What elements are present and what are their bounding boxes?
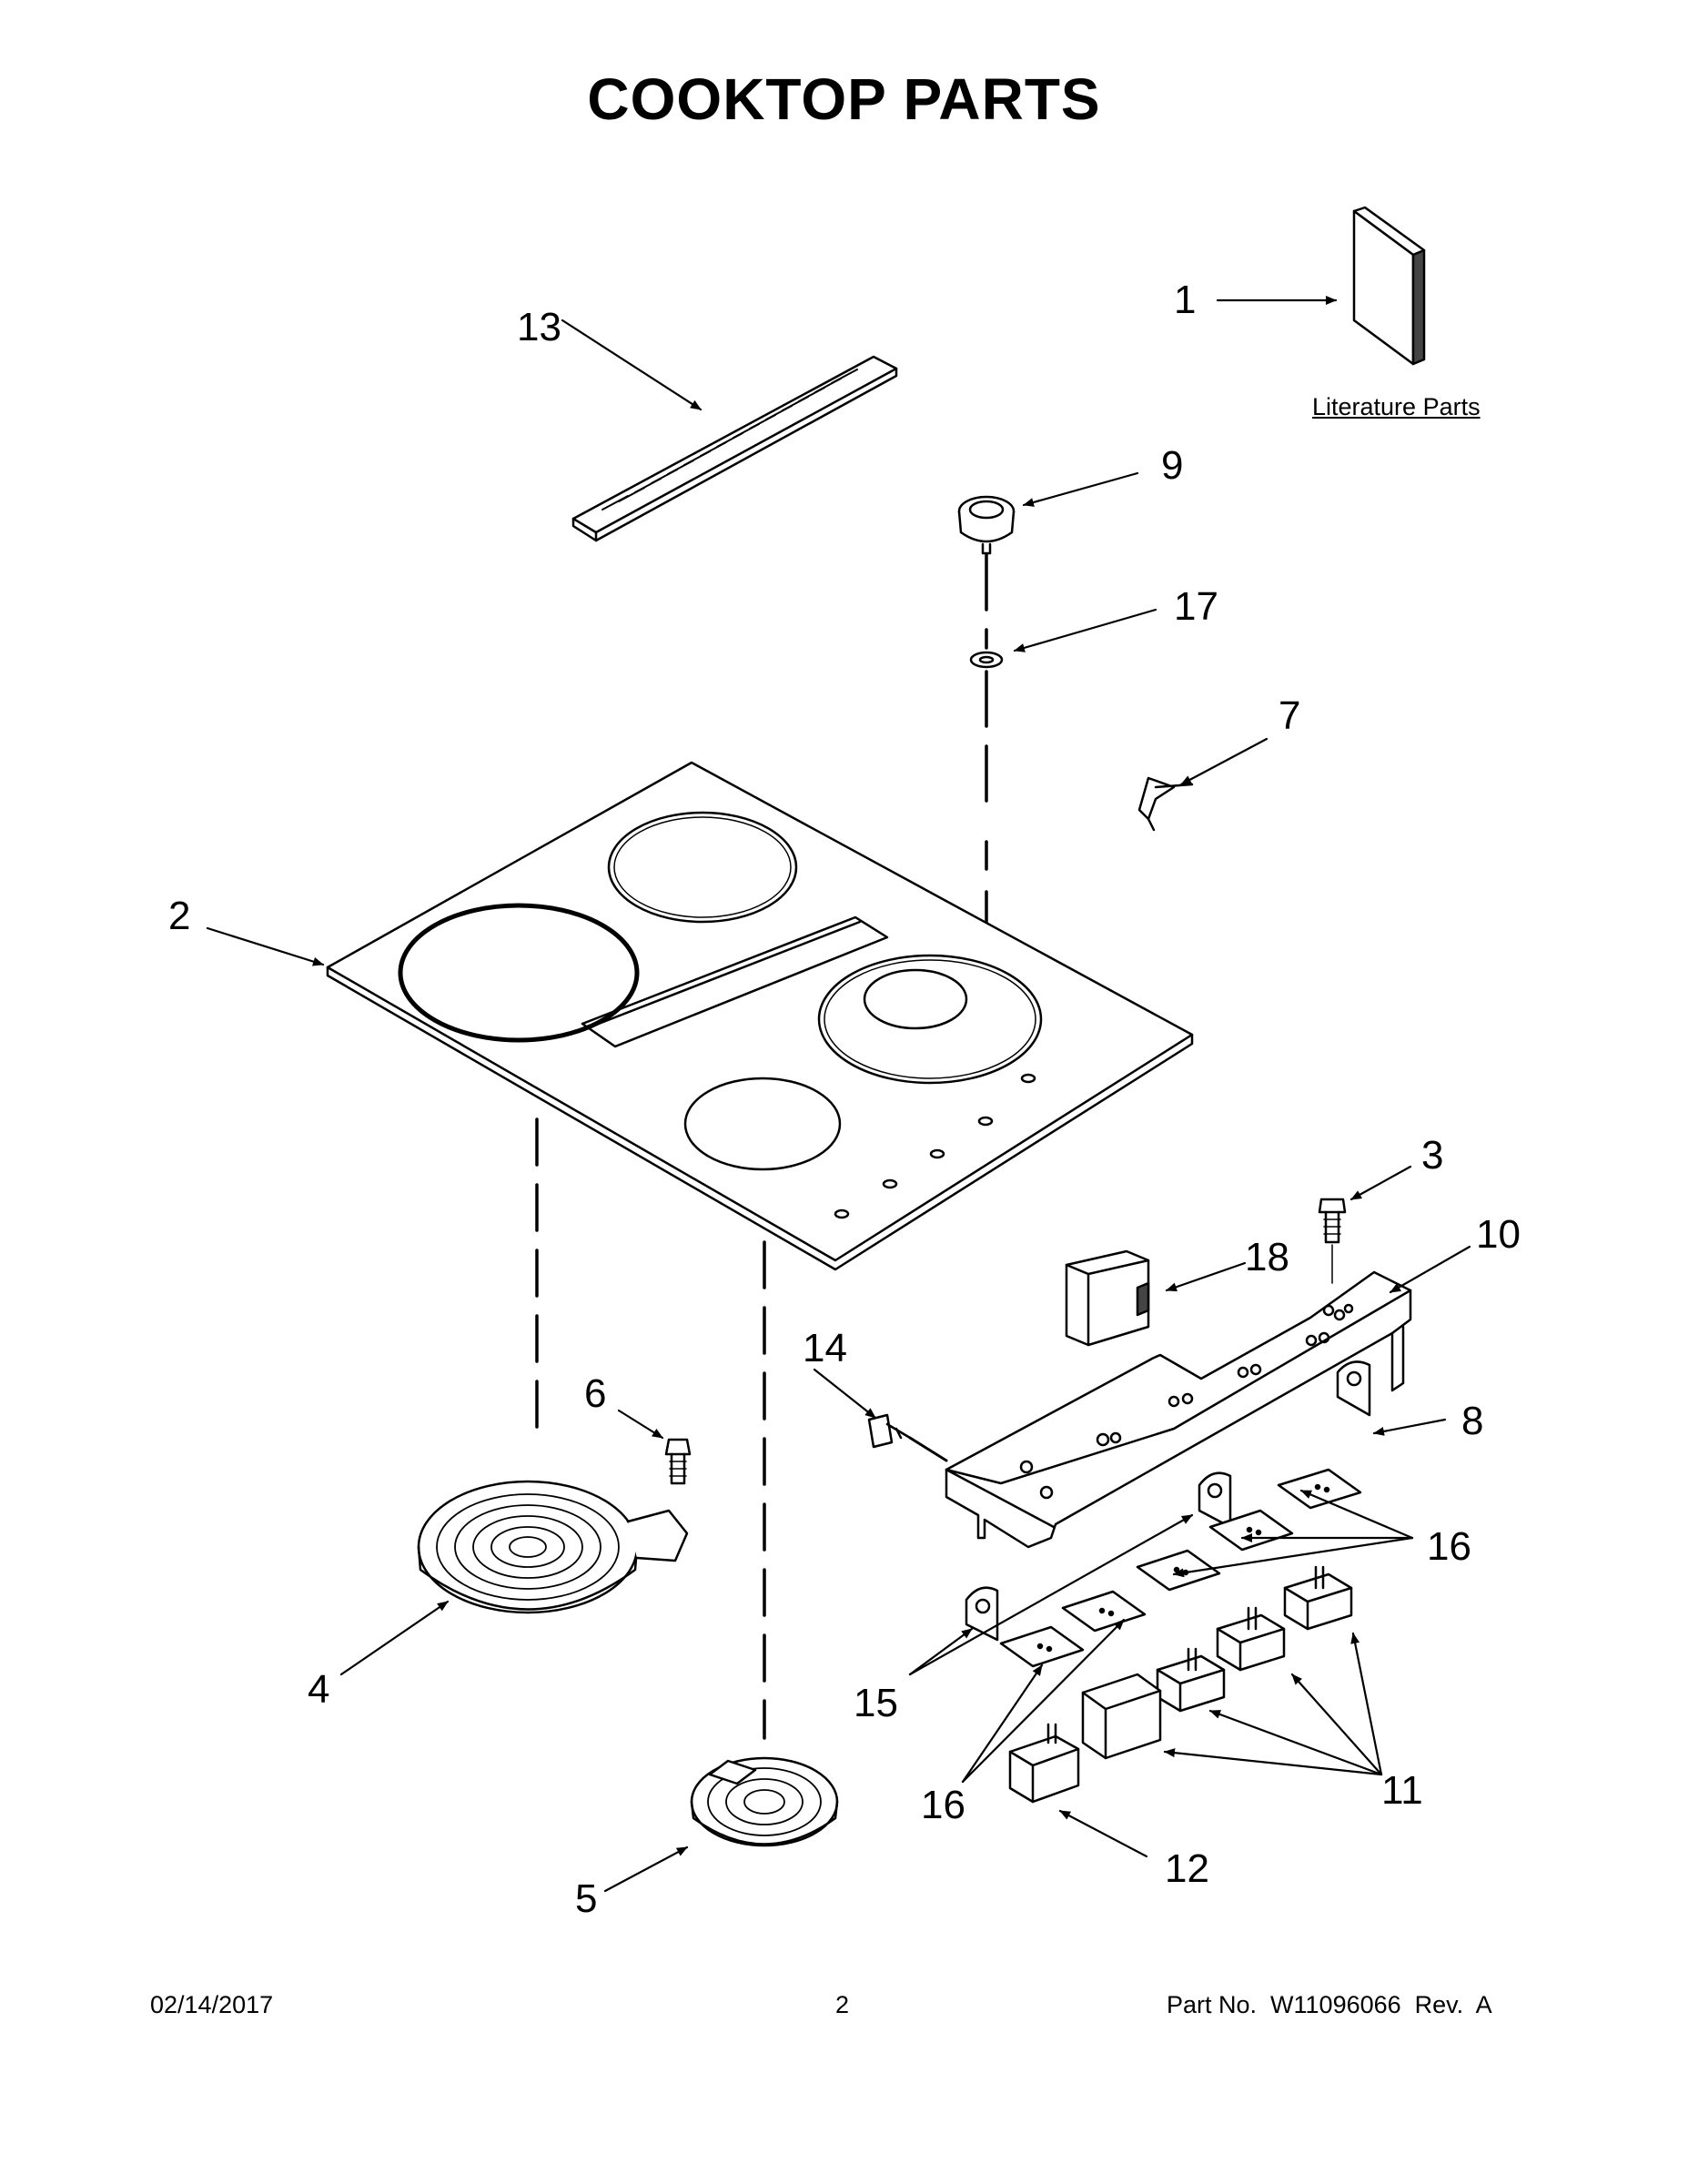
cooktop-glass [326, 761, 1194, 1271]
callout-14: 14 [803, 1326, 847, 1370]
literature-book [1352, 206, 1426, 366]
callout-15: 15 [854, 1681, 898, 1725]
page-title: COOKTOP PARTS [587, 66, 1101, 132]
callout-16-upper: 16 [1427, 1524, 1471, 1569]
control-bracket [945, 1270, 1412, 1549]
callout-7: 7 [1279, 693, 1301, 738]
small-radiant-element [690, 1756, 839, 1847]
mounting-screw [664, 1438, 692, 1485]
cam-tab [1336, 1360, 1371, 1417]
large-radiant-element [417, 1480, 689, 1614]
infinite-switches [1081, 1565, 1353, 1760]
leader-arrows [206, 296, 1471, 1893]
callout-8: 8 [1461, 1399, 1484, 1443]
callout-4: 4 [308, 1667, 330, 1712]
callout-5: 5 [575, 1876, 598, 1921]
simmerstat-switch [1008, 1723, 1080, 1804]
callout-12: 12 [1165, 1846, 1209, 1891]
callout-6: 6 [584, 1371, 607, 1416]
footer-part-number: Part No. W11096066 Rev. A [1167, 1991, 1492, 2018]
callout-16-lower: 16 [921, 1783, 965, 1827]
literature-parts-label: Literature Parts [1312, 393, 1481, 420]
insulator-pads [999, 1468, 1362, 1668]
footer-page-number: 2 [835, 1991, 850, 2018]
switch-bracket [1065, 1249, 1150, 1347]
switch-tab [965, 1471, 1232, 1642]
knob-gasket [969, 651, 1004, 669]
callout-11: 11 [1381, 1768, 1423, 1813]
callout-2: 2 [168, 894, 191, 938]
control-knob [957, 495, 1016, 555]
footer-date: 02/14/2017 [150, 1991, 274, 2018]
callout-3: 3 [1421, 1133, 1444, 1178]
bracket-screw [1318, 1198, 1347, 1284]
callout-17: 17 [1174, 584, 1218, 629]
spring-clip [1137, 776, 1194, 832]
callout-10: 10 [1476, 1212, 1521, 1257]
callout-13: 13 [517, 305, 561, 349]
bracket-side-screw [867, 1413, 948, 1462]
vent-grille [571, 355, 898, 542]
callout-18: 18 [1245, 1235, 1289, 1279]
callout-1: 1 [1174, 278, 1197, 322]
callout-9: 9 [1161, 443, 1184, 488]
